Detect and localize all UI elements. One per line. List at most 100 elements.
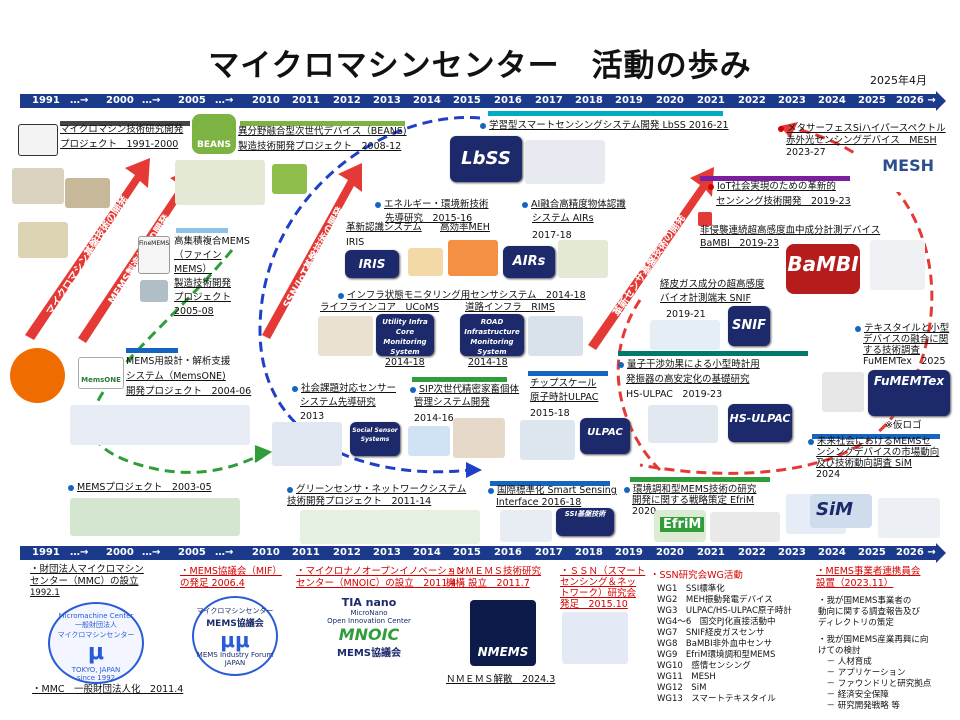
infra-photo-2 [528,316,583,356]
infra-photo-1 [318,316,373,356]
timeline-year-top-6: 2010 [252,95,280,106]
bambi-logo: BaMBI [786,244,860,294]
timeline-year-top-3: …→ [142,95,161,106]
project-snif: 経皮ガス成分の超高感度 バイオ計測端末 SNIF 2019-21 [660,279,765,320]
ssn-diagram [562,612,628,664]
blue-dashed-arc-arrow [466,462,482,478]
beans-logo: BEANS [192,114,236,154]
mmc-founding: ・財団法人マイクロマシン センター（MMC）の設立 1992.1 [30,564,144,598]
timeline-year-top-19: 2023 [778,95,806,106]
timeline-year-bottom-3: …→ [142,547,161,558]
project-ulpac: チップスケール 原子時計ULPAC 2015-18 [530,378,599,419]
textile-photo [822,372,864,412]
project-energy: エネルギー・環境新技術 先導研究 2015-16 [375,198,489,226]
sim-logo: SiM [810,494,872,528]
project-mems-0305: MEMSプロジェクト 2003-05 [68,482,212,494]
bar-sim [812,434,940,439]
timeline-year-top-0: 1991 [32,95,60,106]
timeline-year-top-14: 2018 [575,95,603,106]
mm-project-logo [18,124,58,156]
timeline-year-top-16: 2020 [656,95,684,106]
green-dashed-arc-arrow [254,445,273,463]
mm-project-photo-2 [65,178,110,208]
timeline-year-bottom-11: 2015 [453,547,481,558]
wg-list: WG1 SSI標準化 WG2 MEH振動発電デバイス WG3 ULPAC/HS-… [657,584,792,704]
sip-photo [453,418,505,458]
timeline-year-bottom-21: 2025 [858,547,886,558]
bar-lbss [488,111,723,116]
timeline-year-bottom-12: 2016 [494,547,522,558]
arrow-ssn [262,163,362,339]
arrow-mems-mfg [78,168,195,343]
standard-photo [500,510,552,542]
mif-founding: ・MEMS協議会（MIF）の発足 2006.4 [180,566,282,589]
snif-logo: SNIF [728,306,770,346]
blue-dashed-arc [258,116,481,474]
timeline-year-bottom-15: 2019 [615,547,643,558]
timeline-year-bottom-17: 2021 [697,547,725,558]
timeline-year-top-20: 2024 [818,95,846,106]
red-dashed-arc-arrow [780,122,798,138]
memsone-diagram [10,348,65,403]
ssn-founding: ・ＳＳＮ（スマートセンシング＆ネットワーク）研究会発足 2015.10 [560,566,646,610]
project-fine-mems: 高集積複合MEMS （ファイン MEMS） 製造技術開発 プロジェクト 2005… [174,236,250,317]
project-bambi: 非侵襲連続超高感度血中成分計測デバイス BaMBI 2019-23 [700,225,881,249]
project-rims: 道路インフラ RIMS [465,302,555,313]
arrow-mems-basic [25,158,150,340]
airs-logo: AIRs [503,246,555,278]
rims-logo: ROAD Infrastructure Monitoring System [460,314,524,356]
arrow-innovative [588,167,714,350]
timeline-year-bottom-5: …→ [215,547,234,558]
iris-logo: IRIS [345,250,399,278]
project-efrim: 環境調和型MEMS技術の研究 開発に関する戦略策定 EfriM 2020 [624,484,756,517]
timeline-year-top-10: 2014 [413,95,441,106]
hsulpac-photo [648,405,718,443]
bar-ulpac [528,371,608,376]
project-infra: インフラ状態モニタリング用センサシステム 2014-18 [338,290,586,302]
timeline-year-top-8: 2012 [333,95,361,106]
council-items: ・我が国MEMS事業者の 動向に関する調査報告及び ディレクトリの策定 ・我が国… [818,596,932,711]
mmc-general: ・MMC 一般財団法人化 2011.4 [32,684,184,695]
timeline-year-top-18: 2022 [738,95,766,106]
timeline-year-top-17: 2021 [697,95,725,106]
project-iot: IoT社会実現のための革新的 センシング技術開発 2019-23 [708,179,851,209]
iris-photo [408,248,443,276]
bar-iot [700,176,850,181]
timeline-year-top-22: 2026 → [896,95,936,106]
timeline-year-top-15: 2019 [615,95,643,106]
ucoms-year: 2014-18 [385,357,425,368]
mmc-seal: Micromachine Center 一般財団法人 マイクロマシンセンター μ… [48,602,144,684]
project-iris: 革新認識システム [346,222,422,233]
nmems-founding: ・ＮＭＥＭＳ技術研究機構 設立 2011.7 [446,566,542,589]
fine-mems-logo: FineMEMS [138,236,170,274]
memsone-logo: MemsONE [78,357,124,389]
red-dashed-lower [616,299,662,472]
project-beans: 異分野融合型次世代デバイス（BEANS)製造技術開発プロジェクト 2008-12 [238,126,407,152]
project-standard: 国際標準化 Smart Sensing Interface 2016-18 [488,485,617,509]
timeline-year-bottom-22: 2026 → [896,547,936,558]
timeline-year-bottom-6: 2010 [252,547,280,558]
bambi-photo [870,240,925,290]
beans-photo-2 [272,164,307,194]
timeline-year-bottom-19: 2023 [778,547,806,558]
bar-sip [412,377,507,382]
lbss-logo: LbSS [450,136,522,182]
hsulpac-logo: HS-ULPAC [728,404,792,442]
nmems-logo: NMEMS [470,600,536,666]
rims-year: 2014-18 [468,357,508,368]
project-green-sensor: グリーンセンサ・ネットワークシステム技術開発プロジェクト 2011-14 [287,484,467,507]
page-title: マイクロマシンセンター 活動の歩み [208,48,752,84]
timeline-year-bottom-14: 2018 [575,547,603,558]
timeline-year-bottom-8: 2012 [333,547,361,558]
date-label: 2025年4月 [870,74,927,87]
social-logo: Social Sensor Systems [350,422,400,456]
ssi-logo: SSI基盤技術 [556,508,614,536]
timeline-year-bottom-1: …→ [70,547,89,558]
bar-hsulpac [618,351,808,356]
project-textile: テキスタイルと小型 デバイスの融合に関 する技術調査 FuMEMTex 2025 [855,323,949,367]
project-meh: 高効率MEH [440,222,490,233]
airs-photo [558,240,608,278]
lbss-photo [525,140,605,184]
mm-project-photo-1 [12,168,64,204]
